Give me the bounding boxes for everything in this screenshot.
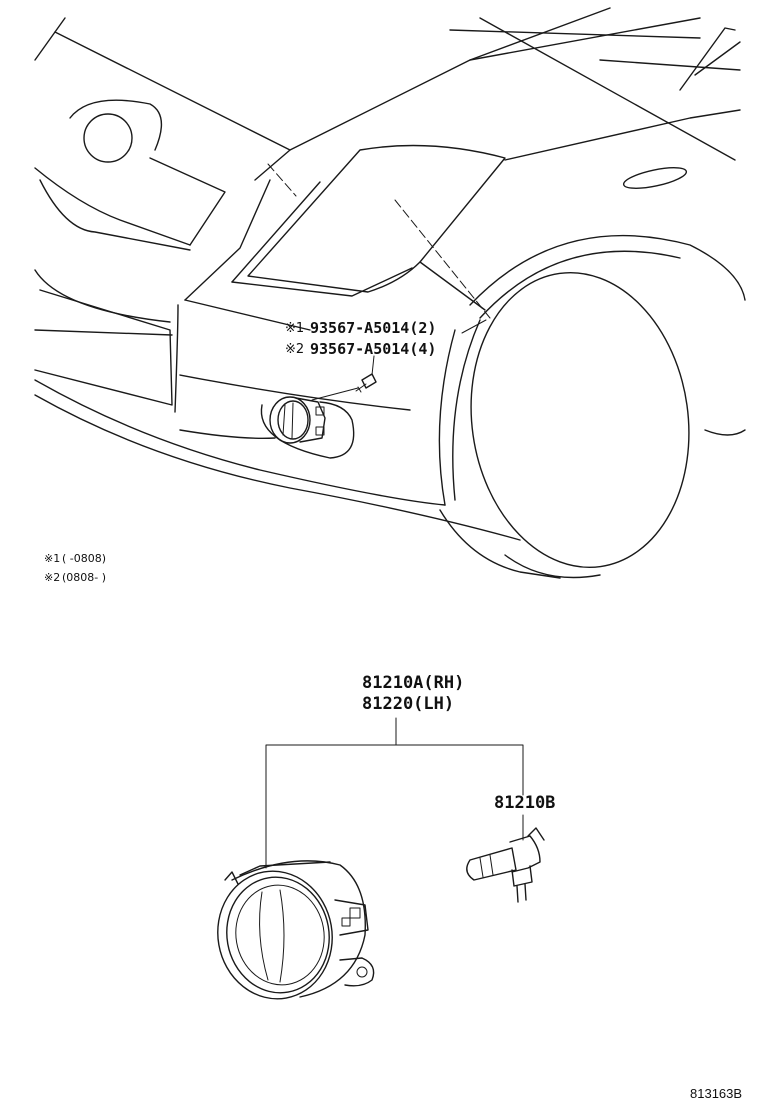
assembly-bracket-line: [265, 717, 524, 869]
screw-callout-mark-1: ※1: [285, 321, 304, 336]
screw-callout-group: ※1 93567-A5014(2) ※2 93567-A5014(4): [285, 319, 436, 358]
note-2-range: (0808- ): [62, 571, 106, 584]
screw-icon: [355, 373, 377, 393]
bulb-icon: [466, 827, 545, 903]
screw-callout-part-1: 93567-A5014(2): [310, 319, 436, 337]
screw-leader-line: [371, 355, 375, 376]
fender-leader-line: [461, 319, 487, 334]
note-1-mark: ※1: [44, 552, 60, 565]
fog-lamp-assembly: [217, 860, 375, 1000]
screw-to-lamp-leader: [311, 387, 359, 401]
screw-callout-mark-2: ※2: [285, 342, 304, 357]
note-1-range: ( -0808): [62, 552, 106, 565]
vehicle-front-illustration: [34, 7, 746, 579]
note-2-mark: ※2: [44, 571, 60, 584]
applicability-notes: ※1 ( -0808) ※2 (0808- ): [44, 552, 106, 584]
lamp-callout-group: 81210A(RH) 81220(LH) 81210B: [362, 673, 555, 813]
lamp-lh-callout: 81220(LH): [362, 694, 454, 714]
bulb-callout: 81210B: [494, 793, 555, 813]
fog-lamp-installed: [269, 396, 326, 444]
screw-callout-part-2: 93567-A5014(4): [310, 340, 436, 358]
figure-id: 813163B: [690, 1086, 742, 1101]
lamp-rh-callout: 81210A(RH): [362, 673, 464, 693]
